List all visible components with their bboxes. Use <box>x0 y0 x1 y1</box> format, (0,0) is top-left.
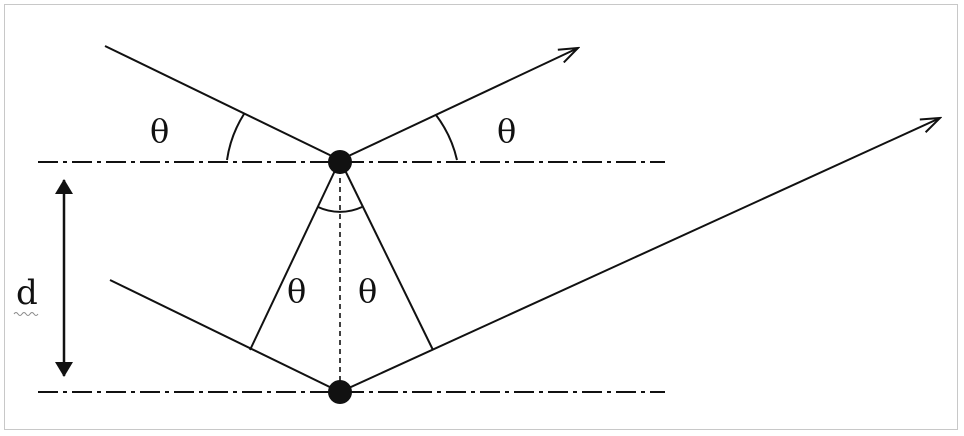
diagram-frame <box>4 4 958 430</box>
lower-reflected-ray <box>339 118 940 393</box>
right-perpendicular-line <box>339 159 434 351</box>
upper-incident-ray <box>104 45 341 161</box>
spacing-label-squiggle <box>13 312 39 316</box>
apex-angle-arc <box>317 206 363 213</box>
theta-incident-label: θ <box>150 112 169 150</box>
lower-incident-ray <box>109 279 341 393</box>
theta-inner-right-label: θ <box>358 272 377 310</box>
reflected-angle-arc <box>435 114 458 161</box>
lower-atom <box>328 380 352 404</box>
upper-reflected-ray <box>339 48 578 161</box>
incident-angle-arc <box>226 113 245 161</box>
theta-reflected-label: θ <box>497 112 516 150</box>
theta-inner-left-label: θ <box>287 272 306 310</box>
upper-atom <box>328 150 352 174</box>
left-perpendicular-line <box>249 159 341 351</box>
spacing-label: d <box>16 273 38 313</box>
